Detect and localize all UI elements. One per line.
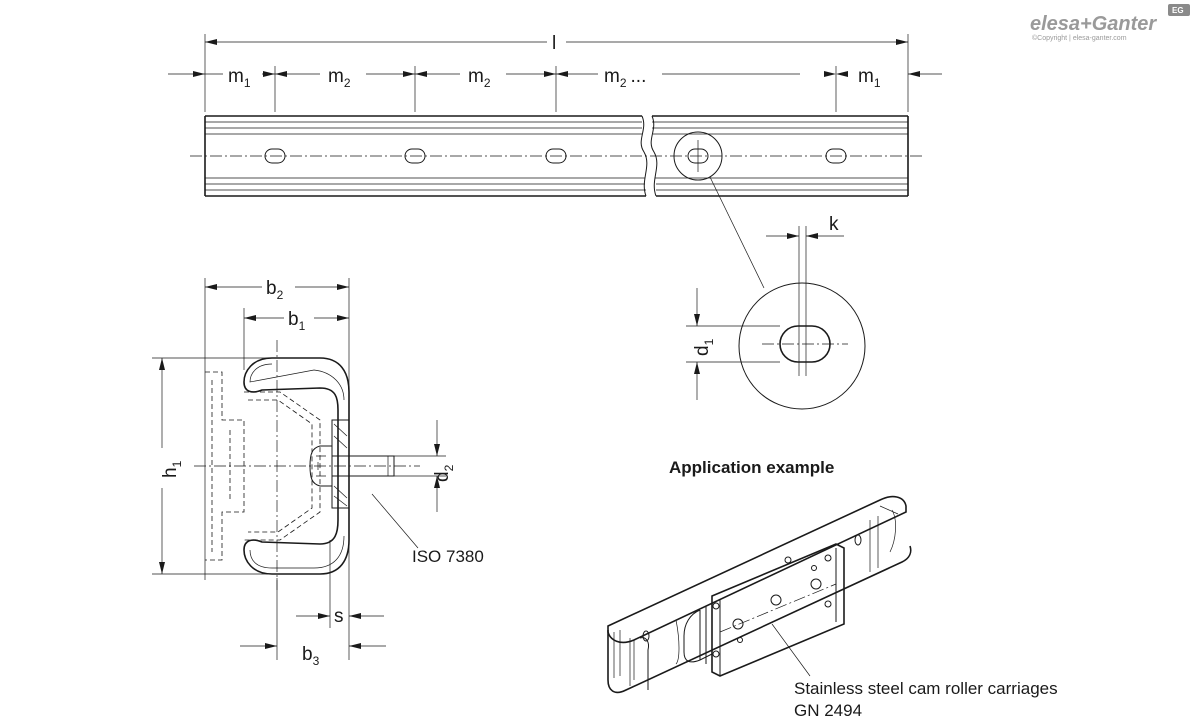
rail-top-view: l m1 m2 m2 m2... bbox=[168, 33, 942, 289]
dim-height: h1 bbox=[160, 460, 184, 478]
screw-standard-label: ISO 7380 bbox=[412, 547, 484, 566]
rail-section-view: b2 b1 h1 bbox=[152, 278, 484, 668]
mounting-hole bbox=[264, 148, 286, 164]
brand-badge-text: EG bbox=[1172, 6, 1184, 15]
dim-wall-thickness: s bbox=[334, 606, 344, 627]
dim-width-inner: b1 bbox=[288, 309, 306, 333]
application-title: Application example bbox=[669, 458, 834, 477]
application-caption-line1: Stainless steel cam roller carriages bbox=[794, 679, 1058, 698]
dim-profile-depth: b3 bbox=[302, 644, 320, 668]
application-example: Application example Stainless steel cam … bbox=[607, 458, 1058, 720]
application-caption-line2: GN 2494 bbox=[794, 701, 862, 720]
mounting-hole bbox=[545, 148, 567, 164]
dim-overall-length: l bbox=[552, 33, 556, 54]
mounting-hole bbox=[404, 148, 426, 164]
mounting-hole bbox=[825, 148, 847, 164]
dim-slot-width: d1 bbox=[692, 338, 716, 356]
brand-logo: elesa+Ganter ©Copyright | elesa-ganter.c… bbox=[1030, 4, 1190, 42]
brand-name: elesa+Ganter bbox=[1030, 13, 1157, 35]
dim-width-outer: b2 bbox=[266, 278, 284, 302]
detail-marker-circle bbox=[673, 131, 723, 181]
dim-slot-offset: k bbox=[829, 214, 839, 235]
dim-pitch-3: m2... bbox=[604, 66, 646, 90]
dim-pitch-2: m2 bbox=[468, 66, 491, 90]
dim-screw-diameter: d2 bbox=[432, 464, 456, 482]
brand-copyright: ©Copyright | elesa-ganter.com bbox=[1032, 34, 1127, 42]
dim-end-pitch-left: m1 bbox=[228, 66, 251, 90]
brand-badge-icon bbox=[1168, 4, 1190, 16]
slot-detail-view: k d1 bbox=[686, 214, 866, 410]
dim-pitch-1: m2 bbox=[328, 66, 351, 90]
dim-end-pitch-right: m1 bbox=[858, 66, 881, 90]
